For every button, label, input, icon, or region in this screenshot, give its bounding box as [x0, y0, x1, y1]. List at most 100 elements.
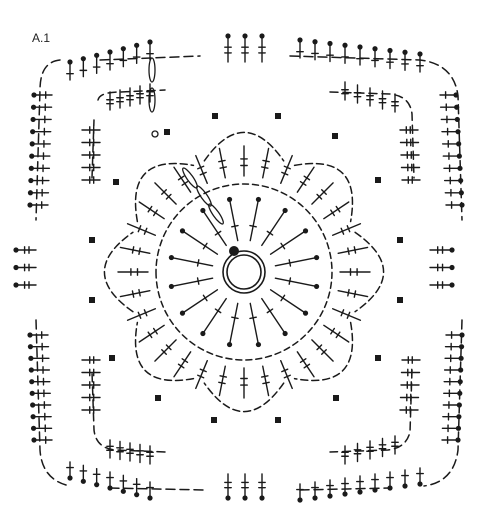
round1-stitch — [261, 297, 286, 335]
round1-stitch-top — [226, 196, 233, 203]
top-edge-stitch-top — [107, 49, 113, 55]
top-edge-stitch-top — [327, 40, 333, 47]
petal-scallop — [134, 162, 195, 223]
round3-stitch-bar — [330, 209, 336, 217]
round3-stitch — [173, 166, 192, 193]
round3-stitch-bar — [260, 166, 269, 169]
chain-oval — [148, 87, 156, 113]
petal-scallop — [203, 382, 285, 413]
round3-stitch-bar — [137, 311, 142, 319]
round1-stitch — [181, 230, 219, 255]
right-edge-stitch-top — [454, 116, 460, 123]
round3-stitch — [173, 351, 192, 378]
outer-border-left-top — [35, 59, 61, 221]
round3-stitch-bar — [262, 159, 270, 163]
round3-stitch-bar — [165, 344, 172, 351]
chain-space-marker — [397, 297, 403, 303]
round1-stitch-bar — [280, 294, 286, 302]
round3-stitch — [195, 359, 208, 390]
round1-stitch-top — [179, 310, 186, 316]
bottom-center-stitch-top — [259, 495, 265, 501]
outer-border-left-bottom — [35, 319, 71, 487]
left-edge-stitch-top — [28, 177, 34, 184]
petal-scallop — [293, 321, 354, 382]
round3-stitch-bar — [199, 171, 207, 176]
round3-stitch-bar — [321, 349, 327, 355]
round3-stitch-bar — [347, 247, 350, 256]
left-center-stitch-top — [13, 282, 19, 288]
round3-stitch — [311, 182, 334, 205]
round3-stitch-bar — [165, 193, 172, 200]
round1-stitch-top — [282, 207, 288, 214]
chain-space-marker — [211, 417, 217, 423]
bottom-edge-stitch-top — [120, 488, 126, 494]
right-edge-stitch-top — [455, 425, 462, 431]
round1-stitch-bar — [214, 230, 222, 236]
round1-stitch-top — [200, 207, 206, 214]
petal-scallop — [354, 231, 385, 313]
round1-stitch-top — [313, 283, 320, 290]
round3-stitch — [331, 223, 362, 236]
top-center-stitch-top — [225, 33, 231, 39]
round1-stitch — [269, 230, 307, 255]
round3-stitch-bar — [330, 327, 336, 335]
magic-ring — [222, 250, 266, 294]
round3-stitch — [119, 290, 151, 298]
right-edge-stitch-top — [458, 177, 464, 184]
round1-stitch-bar — [249, 316, 257, 320]
petal-scallop — [293, 162, 354, 223]
round3-stitch — [280, 359, 293, 390]
left-edge-stitch-top — [27, 202, 33, 208]
round1-stitch-bar — [202, 242, 208, 250]
round3-stitch — [126, 308, 157, 321]
round3-stitch-bar — [147, 331, 153, 339]
round1-stitch-bar — [280, 242, 286, 250]
round1-stitch — [261, 209, 286, 247]
right-edge-stitch-top — [454, 104, 460, 110]
round3-stitch-bar — [218, 381, 226, 385]
bottom-edge-stitch-top — [94, 482, 100, 488]
round3-stitch — [218, 147, 226, 179]
bottom-edge-stitch-top — [134, 492, 140, 498]
outer-border-bottom-left — [109, 487, 206, 491]
top-edge-stitch-top — [417, 51, 423, 57]
bottom-edge-stitch-top — [297, 497, 303, 503]
round3-stitch-bar — [299, 180, 307, 186]
bottom-edge-stitch-top — [80, 478, 86, 484]
round3-stitch-bar — [299, 358, 307, 364]
chain-space-marker — [212, 113, 218, 119]
round1-stitch-bar — [196, 277, 200, 285]
inner-border-bl — [91, 371, 166, 453]
bottom-edge-stitch-top — [357, 489, 363, 495]
round1-stitch-bar — [231, 224, 239, 228]
round3-stitch-bar — [197, 165, 205, 170]
chain-space-marker — [89, 297, 95, 303]
round1-stitch-bar — [214, 308, 222, 314]
round3-stitch-bar — [340, 227, 345, 235]
left-edge-stitch-top — [29, 379, 35, 385]
round3-stitch-bar — [346, 311, 351, 319]
round1-stitch — [202, 297, 227, 335]
left-edge-stitch-top — [28, 367, 34, 373]
petal-scallop — [103, 231, 134, 313]
left-edge-stitch-top — [29, 153, 35, 159]
bottom-edge-stitch-top — [417, 481, 423, 487]
bottom-edge-stitch-top — [312, 495, 318, 501]
left-edge-stitch-top — [28, 355, 34, 361]
chain-oval — [208, 203, 224, 225]
round3-stitch-bar — [316, 193, 323, 200]
right-edge-stitch-top — [458, 355, 464, 361]
round3-stitch-bar — [335, 331, 341, 339]
round3-stitch-bar — [131, 290, 135, 298]
round1-stitch — [228, 302, 239, 346]
round1-stitch-top — [200, 330, 206, 337]
left-edge-stitch-top — [30, 414, 36, 420]
top-edge-stitch-top — [372, 46, 378, 52]
round3-stitch — [138, 201, 165, 220]
right-edge-stitch-top — [456, 414, 462, 420]
round3-stitch — [119, 246, 151, 254]
round1-stitch-top — [226, 341, 233, 348]
left-edge-stitch-top — [30, 129, 36, 135]
bottom-edge-stitch-top — [147, 495, 153, 501]
